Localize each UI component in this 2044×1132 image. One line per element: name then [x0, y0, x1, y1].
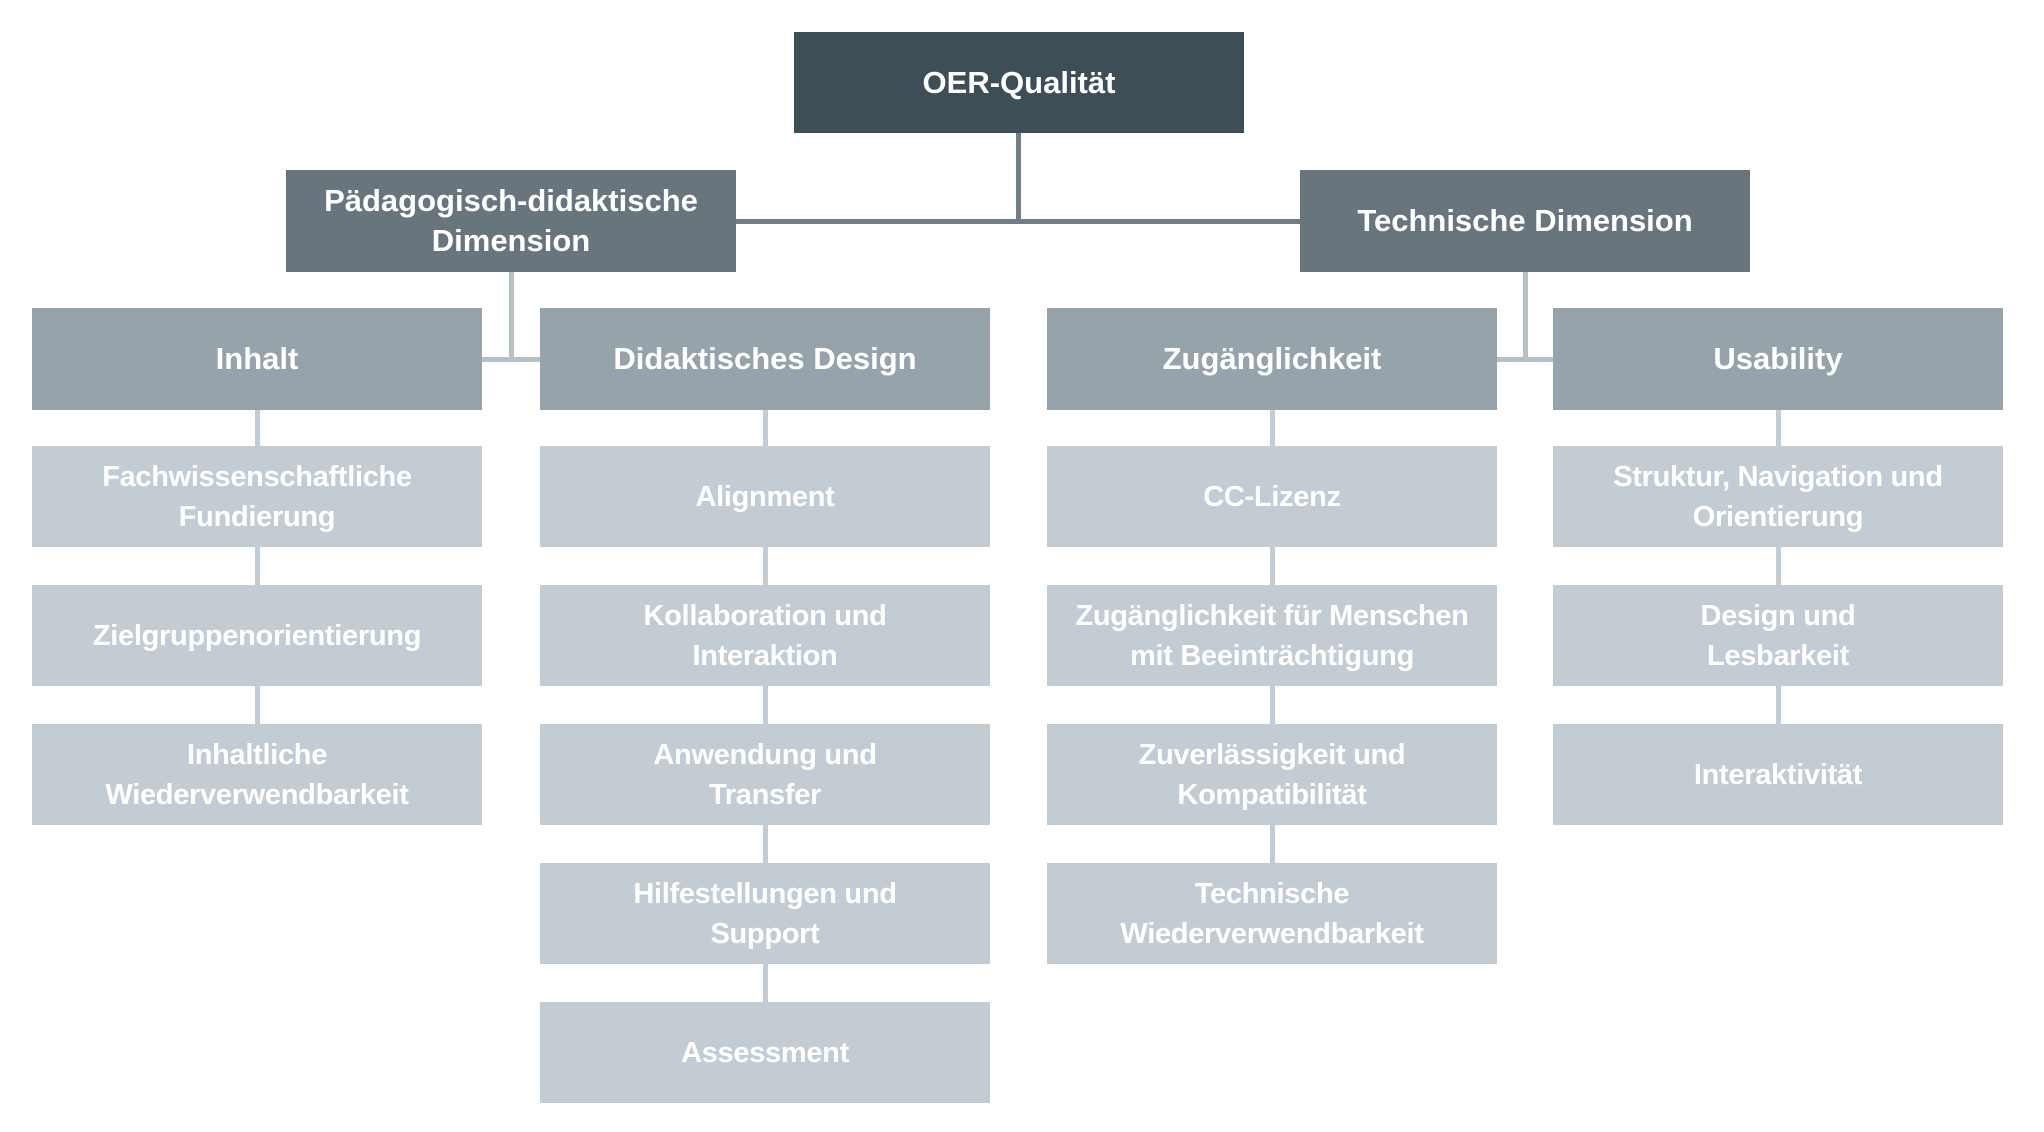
item-box-anwendung-und-transfer: Anwendung und Transfer	[540, 724, 990, 825]
connector-dim1-vertical	[509, 272, 514, 362]
item-box-cc-lizenz: CC-Lizenz	[1047, 446, 1497, 547]
item-box-interaktivitaet: Interaktivität	[1553, 724, 2003, 825]
connector-col1-seg	[255, 547, 260, 585]
connector-dim1-crossbar	[482, 357, 540, 362]
category-header-usability: Usability	[1553, 308, 2003, 410]
connector-col3-seg	[1270, 825, 1275, 863]
connector-col3-seg	[1270, 686, 1275, 724]
item-box-fachwissenschaftliche-fundierung: Fachwissenschaftliche Fundierung	[32, 446, 482, 547]
dimension-box-paedagogisch-didaktisch: Pädagogisch-didaktische Dimension	[286, 170, 736, 272]
connector-col4-seg	[1776, 547, 1781, 585]
item-box-technische-wiederverwendbarkeit: Technische Wiederverwendbarkeit	[1047, 863, 1497, 964]
item-box-zuverlaessigkeit-und-kompatibilitaet: Zuverlässigkeit und Kompatibilität	[1047, 724, 1497, 825]
item-box-zugaenglichkeit-fuer-menschen: Zugänglichkeit für Menschen mit Beeinträ…	[1047, 585, 1497, 686]
item-box-zielgruppenorientierung: Zielgruppenorientierung	[32, 585, 482, 686]
item-box-kollaboration-und-interaktion: Kollaboration und Interaktion	[540, 585, 990, 686]
connector-col2-seg	[763, 964, 768, 1002]
connector-col2-seg	[763, 825, 768, 863]
dimension-box-technisch: Technische Dimension	[1300, 170, 1750, 272]
category-header-zugaenglichkeit: Zugänglichkeit	[1047, 308, 1497, 410]
connector-col4-seg	[1776, 686, 1781, 724]
root-box-oer-qualitaet: OER-Qualität	[794, 32, 1244, 133]
connector-dim2-crossbar	[1497, 357, 1553, 362]
category-header-inhalt: Inhalt	[32, 308, 482, 410]
connector-col3-seg	[1270, 410, 1275, 446]
item-box-assessment: Assessment	[540, 1002, 990, 1103]
connector-root-horizontal	[736, 219, 1300, 224]
category-header-didaktisches-design: Didaktisches Design	[540, 308, 990, 410]
connector-col2-seg	[763, 410, 768, 446]
connector-root-vertical	[1016, 133, 1021, 224]
item-box-struktur-navigation-orientierung: Struktur, Navigation und Orientierung	[1553, 446, 2003, 547]
connector-col3-seg	[1270, 547, 1275, 585]
connector-col2-seg	[763, 686, 768, 724]
connector-col4-seg	[1776, 410, 1781, 446]
connector-col2-seg	[763, 547, 768, 585]
item-box-alignment: Alignment	[540, 446, 990, 547]
connector-col1-seg	[255, 686, 260, 724]
item-box-hilfestellungen-und-support: Hilfestellungen und Support	[540, 863, 990, 964]
connector-col1-seg	[255, 410, 260, 446]
item-box-design-und-lesbarkeit: Design und Lesbarkeit	[1553, 585, 2003, 686]
connector-dim2-vertical	[1523, 272, 1528, 362]
item-box-inhaltliche-wiederverwendbarkeit: Inhaltliche Wiederverwendbarkeit	[32, 724, 482, 825]
